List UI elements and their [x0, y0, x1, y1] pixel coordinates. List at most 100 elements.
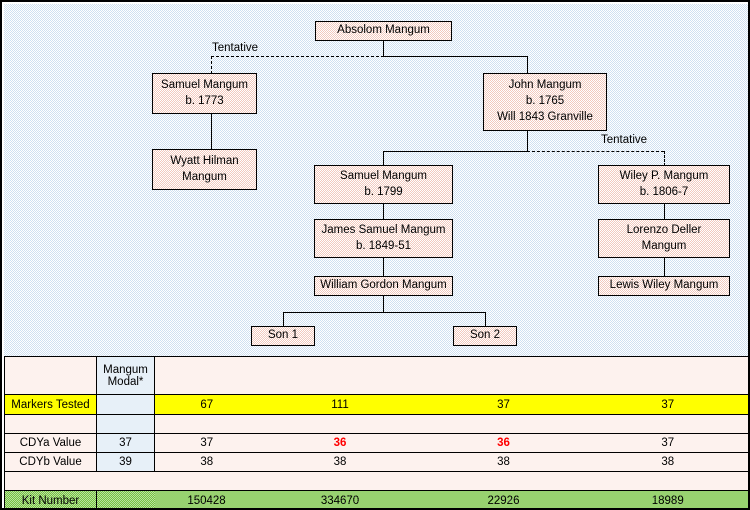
- node-wiley-p-mangum[interactable]: Wiley P. Mangum b. 1806-7: [598, 165, 730, 204]
- markers-tested-col-2: 111: [258, 394, 422, 415]
- node-james-samuel-mangum[interactable]: James Samuel Mangum b. 1849-51: [314, 219, 453, 258]
- spacer1-c5: [585, 414, 748, 434]
- connector-john-children-bar: [383, 151, 528, 152]
- row-label-markers-tested: Markers Tested: [4, 394, 97, 415]
- header-col-3: [421, 356, 586, 395]
- connector-samuel1773-to-wyatt: [211, 114, 212, 150]
- cdyb-col-3: 38: [421, 452, 586, 472]
- header-modal-line1: Mangum: [103, 363, 148, 376]
- table-row-cdyb: CDYb Value 39 38 38 38 38: [4, 452, 748, 472]
- node-wyatt-line1: Wyatt Hilman: [170, 154, 239, 167]
- table-row-markers-tested: Markers Tested 67 111 37 37: [4, 394, 748, 415]
- connector-to-son1: [283, 312, 284, 326]
- markers-tested-col-4: 37: [585, 394, 748, 415]
- row-label-kit-number: Kit Number: [4, 490, 97, 508]
- connector-lorenzo-to-lewis: [664, 258, 665, 276]
- spacer2-c2: [154, 471, 259, 491]
- spacer2-c1: [96, 471, 155, 491]
- kit-number-col-3: 22926: [421, 490, 586, 508]
- spacer2-c3: [258, 471, 422, 491]
- node-wyatt-hilman-mangum[interactable]: Wyatt Hilman Mangum: [152, 149, 257, 190]
- node-son-2[interactable]: Son 2: [453, 326, 517, 346]
- node-john-line3: Will 1843 Granville: [497, 110, 593, 123]
- node-samuel1773-line2: b. 1773: [185, 94, 224, 107]
- node-absolom-mangum[interactable]: Absolom Mangum: [315, 21, 452, 41]
- kit-number-col-1: 150428: [154, 490, 259, 508]
- cdyb-col-1: 38: [154, 452, 259, 472]
- connector-john-down: [527, 131, 528, 151]
- node-samuel1799-line2: b. 1799: [364, 185, 403, 198]
- connector-tentative-right-horizontal: [527, 151, 664, 152]
- marker-values-table: Mangum Modal* Markers Tested 67 111 37 3…: [4, 356, 748, 508]
- node-lewis-wiley-mangum[interactable]: Lewis Wiley Mangum: [598, 276, 730, 296]
- node-john-line2: b. 1765: [525, 95, 565, 108]
- pedigree-chart-panel: Tentative Tentative Absolom Mangum Samue…: [4, 4, 748, 356]
- tentative-label-left: Tentative: [212, 42, 259, 54]
- cdya-col-4: 37: [585, 433, 748, 453]
- node-william-gordon-mangum[interactable]: William Gordon Mangum: [314, 276, 453, 296]
- connector-tentative-right-vertical: [664, 151, 665, 166]
- kit-number-col-2: 334670: [258, 490, 422, 508]
- header-modal-line2: Modal*: [107, 375, 144, 388]
- connector-to-son2: [485, 312, 486, 326]
- cdya-col-3: 36: [421, 433, 586, 453]
- node-william-line1: William Gordon Mangum: [320, 279, 447, 292]
- connector-to-samuel1799: [383, 151, 384, 166]
- node-john-line1: John Mangum: [508, 79, 582, 92]
- markers-tested-modal: [96, 394, 155, 415]
- row-label-cdyb: CDYb Value: [4, 452, 97, 472]
- connector-sons-bar: [283, 312, 485, 313]
- cdyb-col-4: 38: [585, 452, 748, 472]
- markers-tested-col-3: 37: [421, 394, 586, 415]
- spacer2-c4: [421, 471, 586, 491]
- header-col-4: [585, 356, 748, 395]
- node-son1-line1: Son 1: [267, 329, 299, 342]
- node-john-mangum-1765[interactable]: John Mangum b. 1765 Will 1843 Granville: [483, 73, 607, 131]
- connector-samuel1799-to-james: [383, 204, 384, 220]
- spacer2-c5: [585, 471, 748, 491]
- cdya-col-2: 36: [258, 433, 422, 453]
- table-row-cdya: CDYa Value 37 37 36 36 37: [4, 433, 748, 453]
- table-row-spacer-2: [4, 471, 748, 491]
- spacer1-c3: [258, 414, 422, 434]
- cdyb-modal: 39: [96, 452, 155, 472]
- node-lorenzo-line1: Lorenzo Deller: [626, 223, 702, 236]
- node-wiley-line2: b. 1806-7: [639, 185, 689, 198]
- node-wiley-line1: Wiley P. Mangum: [619, 169, 709, 182]
- spacer1-c1: [96, 414, 155, 434]
- table-row-spacer-1: [4, 414, 748, 434]
- spacer1-c0: [4, 414, 97, 434]
- node-james-line2: b. 1849-51: [356, 239, 411, 252]
- node-samuel1799-line1: Samuel Mangum: [340, 169, 427, 182]
- node-lorenzo-deller-mangum[interactable]: Lorenzo Deller Mangum: [598, 219, 730, 258]
- tentative-label-right: Tentative: [601, 134, 648, 146]
- node-absolom-line1: Absolom Mangum: [337, 24, 430, 37]
- connector-tentative-left-horizontal: [211, 56, 384, 57]
- node-son2-line1: Son 2: [469, 329, 501, 342]
- table-row-header: Mangum Modal*: [4, 356, 748, 395]
- node-james-line1: James Samuel Mangum: [321, 223, 446, 236]
- connector-william-down: [383, 296, 384, 312]
- connector-wiley-to-lorenzo: [664, 204, 665, 220]
- node-samuel-mangum-1773[interactable]: Samuel Mangum b. 1773: [152, 73, 257, 114]
- node-lorenzo-line2: Mangum: [641, 239, 687, 252]
- node-wyatt-line2: Mangum: [182, 170, 227, 183]
- header-mangum-modal: Mangum Modal*: [96, 356, 155, 395]
- connector-absolom-stem: [383, 40, 384, 56]
- node-lewis-line1: Lewis Wiley Mangum: [609, 279, 719, 292]
- cdya-modal: 37: [96, 433, 155, 453]
- cdyb-col-2: 38: [258, 452, 422, 472]
- row-label-cdya: CDYa Value: [4, 433, 97, 453]
- kit-number-col-4: 18989: [585, 490, 748, 508]
- markers-tested-col-1: 67: [154, 394, 259, 415]
- spacer2-c0: [4, 471, 97, 491]
- spacer1-c2: [154, 414, 259, 434]
- header-col-2: [258, 356, 422, 395]
- node-son-1[interactable]: Son 1: [251, 326, 315, 346]
- connector-james-to-william: [383, 258, 384, 276]
- connector-absolom-to-john: [383, 56, 528, 57]
- connector-tentative-left-vertical: [211, 56, 212, 74]
- node-samuel-mangum-1799[interactable]: Samuel Mangum b. 1799: [314, 165, 453, 204]
- connector-john-stem: [527, 56, 528, 74]
